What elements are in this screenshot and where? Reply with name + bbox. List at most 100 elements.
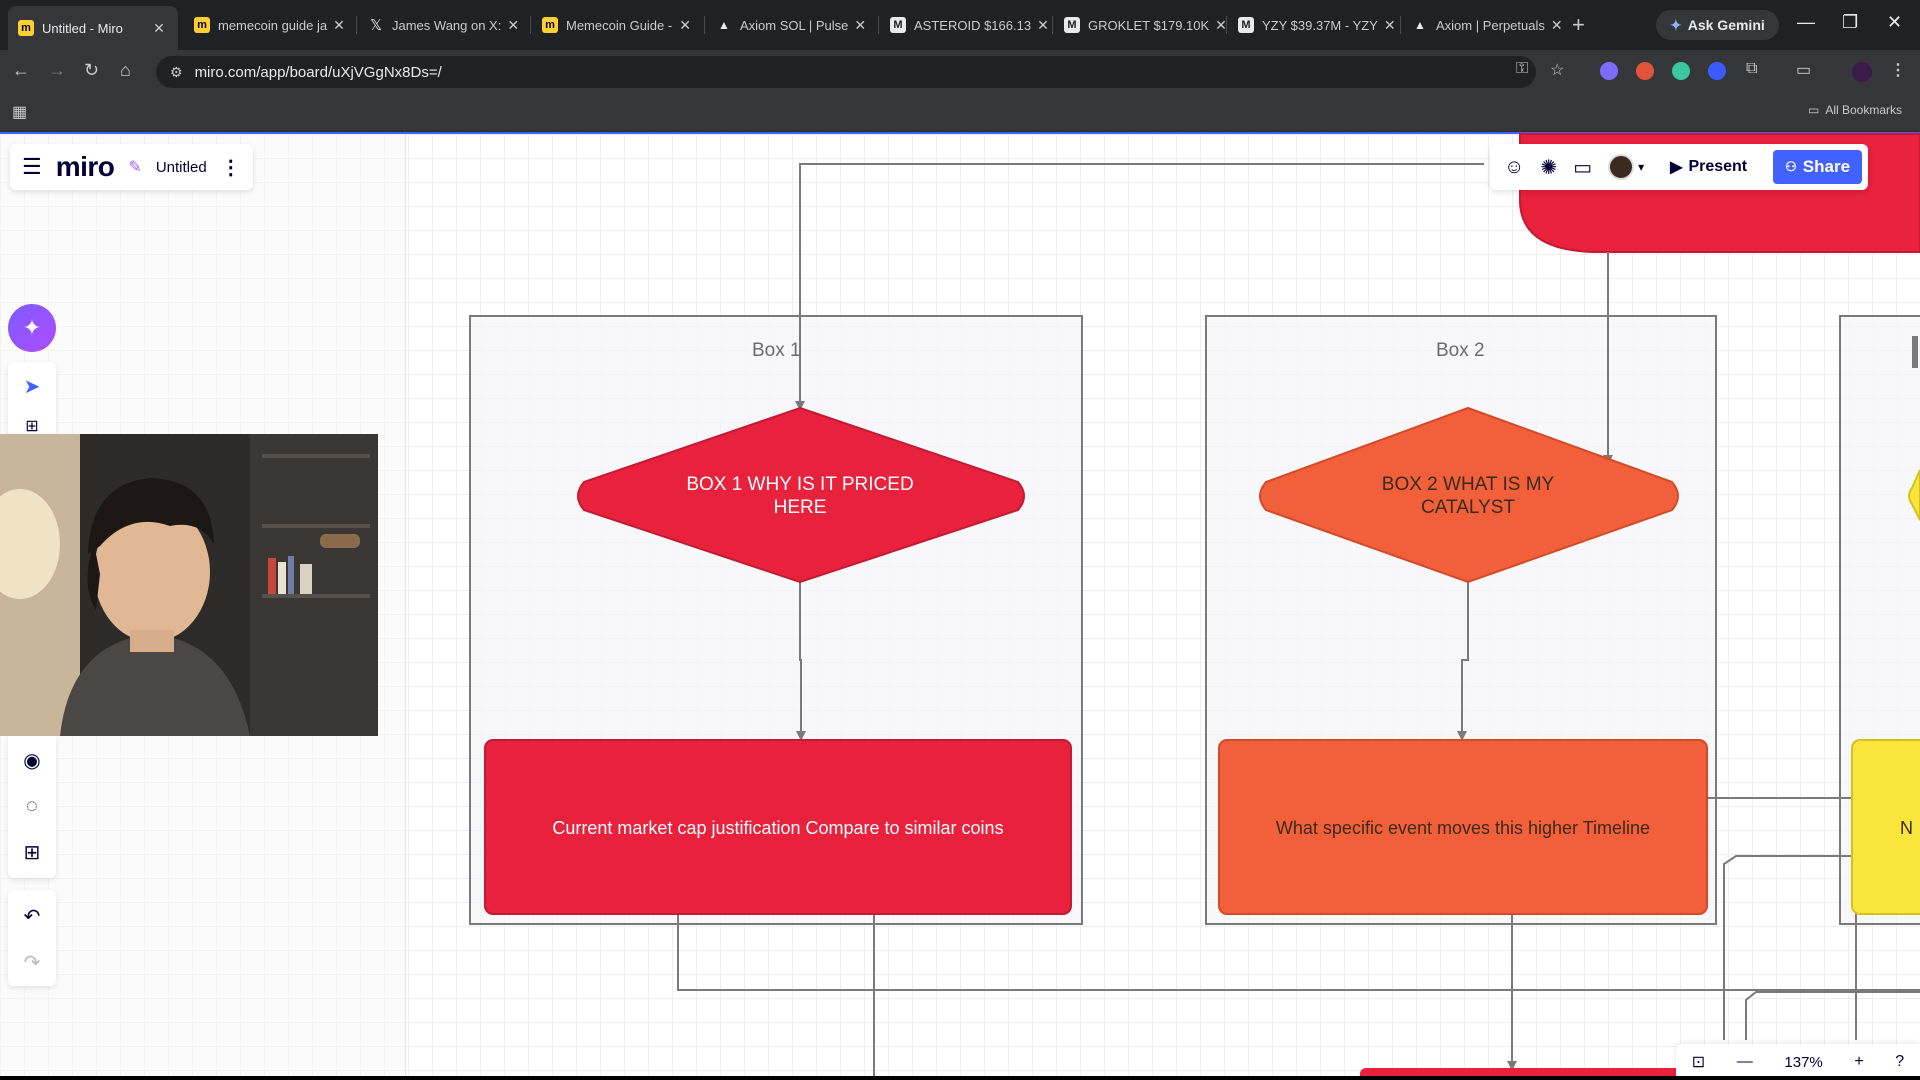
add-more-icon[interactable]: ⊞	[23, 841, 41, 864]
site-settings-icon[interactable]: ⚙	[170, 63, 183, 80]
extension-icon[interactable]	[1672, 62, 1690, 80]
participants-button[interactable]: ▾	[1608, 154, 1644, 180]
zoom-out-icon[interactable]: —	[1736, 1053, 1753, 1070]
comment-tool-icon[interactable]: ◌	[26, 794, 38, 817]
diamond-box1-text: BOX 1 WHY IS IT PRICED HERE	[686, 474, 914, 518]
profile-avatar-icon[interactable]	[1852, 62, 1872, 82]
select-tool-icon[interactable]: ➤	[23, 375, 41, 398]
card-box3-text: N	[1900, 817, 1913, 838]
close-icon[interactable]: ✕	[1383, 16, 1396, 33]
main-menu-icon[interactable]: ☰	[22, 154, 42, 179]
ai-assistant-button[interactable]: ✦	[8, 304, 56, 352]
video-call-icon[interactable]: ▭	[1573, 156, 1593, 179]
fit-to-screen-icon[interactable]: ⊡	[1691, 1054, 1706, 1071]
connector-card1-bottom[interactable]	[677, 914, 1920, 991]
close-icon[interactable]: ✕	[1215, 16, 1227, 33]
close-icon[interactable]: ✕	[854, 16, 867, 33]
dex-icon: M	[1064, 17, 1080, 33]
close-icon[interactable]: ✕	[679, 16, 691, 33]
restore-icon[interactable]: ❐	[1842, 12, 1859, 32]
apps-grid-icon[interactable]: ▦	[12, 104, 28, 121]
extension-icon[interactable]	[1600, 62, 1618, 80]
share-label: Share	[1802, 157, 1851, 176]
tab-title: GROKLET $179.10K	[1088, 17, 1210, 33]
help-icon[interactable]: ?	[1895, 1053, 1905, 1070]
shapes-tool-icon[interactable]: ◉	[23, 749, 41, 772]
page-load-indicator	[0, 132, 1920, 134]
back-icon[interactable]: ←	[12, 60, 30, 80]
connector-right-3[interactable]	[1745, 991, 1920, 1040]
undo-icon[interactable]: ↶	[23, 905, 41, 928]
close-icon[interactable]: ✕	[1037, 16, 1049, 33]
reload-icon[interactable]: ↻	[84, 60, 100, 80]
tab-title: James Wang on X:	[392, 17, 502, 33]
card-box1[interactable]	[484, 739, 1072, 915]
tab-separator	[1400, 16, 1401, 34]
ask-gemini-button[interactable]: ✦ Ask Gemini	[1656, 10, 1779, 40]
card-box3[interactable]	[1851, 739, 1920, 915]
close-icon[interactable]: ✕	[333, 16, 345, 33]
redo-icon[interactable]: ↷	[23, 951, 41, 974]
extensions-puzzle-icon[interactable]: ⧉	[1746, 60, 1758, 77]
frame-handle[interactable]	[1912, 336, 1918, 368]
address-bar[interactable]: ⚙ miro.com/app/board/uXjVGgNx8Ds=/	[156, 56, 1536, 88]
present-button[interactable]: ▶ Present	[1660, 151, 1757, 183]
close-icon[interactable]: ✕	[507, 16, 520, 33]
connector-diamond2-to-card2[interactable]	[1457, 582, 1469, 741]
tab-james-wang[interactable]: 𝕏 James Wang on X: ✕	[358, 8, 528, 42]
zoom-in-icon[interactable]: +	[1854, 1053, 1864, 1070]
tab-memecoin-guide[interactable]: m memecoin guide ja ✕	[184, 8, 354, 42]
connector-right-2[interactable]	[1723, 855, 1920, 1040]
tab-yzy[interactable]: M YZY $39.37M - YZY ✕	[1228, 8, 1398, 42]
tab-separator	[356, 16, 357, 34]
diamond-box3[interactable]	[1908, 469, 1920, 521]
close-icon[interactable]: ✕	[153, 19, 165, 36]
password-key-icon[interactable]: ⚿	[1516, 60, 1529, 77]
home-icon[interactable]: ⌂	[120, 60, 131, 80]
tab-title: Untitled - Miro	[42, 20, 123, 36]
extension-icon[interactable]	[1636, 62, 1654, 80]
dex-icon: M	[890, 17, 906, 33]
tab-axiom-perpetuals[interactable]: ▲ Axiom | Perpetuals ✕	[1402, 8, 1572, 42]
board-more-icon[interactable]: ⋮	[220, 156, 241, 179]
close-icon[interactable]: ✕	[1550, 16, 1563, 33]
avatar	[1608, 154, 1635, 180]
tab-title: Axiom | Perpetuals	[1436, 17, 1545, 33]
bookmark-star-icon[interactable]: ☆	[1550, 62, 1565, 79]
connector-right-1[interactable]	[1708, 797, 1857, 1040]
tab-axiom-pulse[interactable]: ▲ Axiom SOL | Pulse ✕	[706, 8, 876, 42]
play-icon: ▶	[1670, 159, 1683, 176]
diamond-box1[interactable]	[577, 406, 1025, 584]
sparkle-icon: ✦	[22, 315, 42, 340]
diamond-box2[interactable]	[1259, 406, 1679, 584]
connector-diamond1-to-card1[interactable]	[796, 582, 806, 741]
collaboration-icon[interactable]: ✺	[1540, 156, 1558, 179]
share-button[interactable]: ⚇ Share	[1773, 150, 1863, 184]
board-name[interactable]: Untitled	[155, 158, 207, 176]
chrome-menu-icon[interactable]: ⋮	[1890, 62, 1906, 79]
gemini-icon: ✦	[1670, 16, 1682, 33]
tab-memecoin-guide-2[interactable]: m Memecoin Guide - ✕	[532, 8, 702, 42]
templates-tool-icon[interactable]: ⊞	[25, 418, 39, 435]
zoom-level[interactable]: 137%	[1784, 1053, 1823, 1071]
all-bookmarks-button[interactable]: ▭ All Bookmarks	[1808, 103, 1902, 117]
reactions-icon[interactable]: ☺	[1504, 155, 1525, 178]
connector-top-to-box1[interactable]	[795, 163, 1484, 411]
tab-asteroid[interactable]: M ASTEROID $166.13 ✕	[880, 8, 1050, 42]
miro-logo[interactable]: miro	[55, 151, 115, 182]
url-text: miro.com/app/board/uXjVGgNx8Ds=/	[194, 63, 442, 81]
tab-untitled-miro[interactable]: m Untitled - Miro ✕	[8, 6, 178, 50]
minimize-icon[interactable]: —	[1797, 12, 1815, 32]
board-celebrate-icon[interactable]: ✎	[128, 159, 142, 176]
tab-groklet[interactable]: M GROKLET $179.10K ✕	[1054, 8, 1227, 42]
ask-gemini-label: Ask Gemini	[1687, 17, 1765, 33]
axiom-icon: ▲	[718, 18, 730, 32]
side-panel-icon[interactable]: ▭	[1796, 62, 1812, 79]
new-tab-icon[interactable]: +	[1572, 12, 1585, 37]
tab-separator	[704, 16, 705, 34]
forward-icon[interactable]: →	[48, 60, 66, 80]
card-box2[interactable]	[1218, 739, 1708, 915]
window-close-icon[interactable]: ✕	[1887, 12, 1903, 32]
extension-icon[interactable]	[1708, 62, 1726, 80]
frame-title-box-2: Box 2	[1436, 340, 1485, 361]
